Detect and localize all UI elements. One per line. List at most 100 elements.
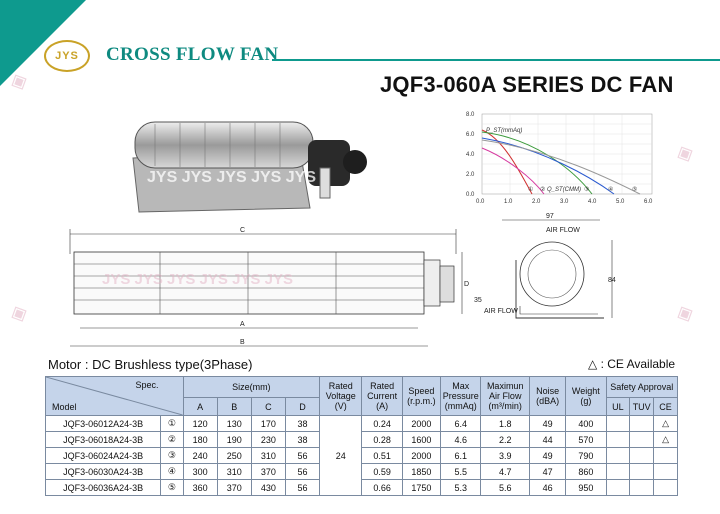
graph-xlabel: Q_ST(CMM) (547, 187, 581, 193)
noise-cell: 49 (528, 415, 567, 432)
speed-cell: 1600 (401, 431, 442, 448)
pressure-cell: 6.1 (440, 447, 482, 464)
max-pressure-header: Max Pressure (mmAq) (440, 376, 482, 416)
curve-no-cell: ⑤ (160, 479, 184, 496)
pressure-cell: 6.4 (440, 415, 482, 432)
y-tick: 6.0 (466, 132, 475, 138)
weight-cell: 570 (565, 431, 607, 448)
ul-cell (605, 479, 631, 496)
table-row: JQF3-06030A24-3B ④ 300 310 370 56 0.59 1… (44, 463, 678, 480)
noise-header: Noise (dBA) (528, 376, 567, 416)
current-cell: 0.24 (361, 415, 403, 432)
drawing-watermark: JYS JYS JYS JYS JYS JYS (102, 271, 293, 288)
curve-marker: ① (528, 186, 533, 193)
size-c-cell: 310 (250, 447, 286, 464)
size-c-cell: 430 (250, 479, 286, 496)
model-cell: JQF3-06030A24-3B (44, 463, 162, 480)
weight-cell: 790 (565, 447, 607, 464)
x-tick: 4.0 (588, 199, 597, 205)
airflow-cell: 1.8 (480, 415, 530, 432)
pressure-cell: 5.3 (440, 479, 482, 496)
noise-cell: 47 (528, 463, 567, 480)
speed-cell: 2000 (401, 415, 442, 432)
watermark-char: ◈ (671, 137, 698, 168)
max-airflow-header: Maximun Air Flow (m³/min) (480, 376, 530, 416)
tuv-cell (629, 415, 655, 432)
x-tick: 1.0 (504, 199, 513, 205)
size-c-cell: 230 (250, 431, 286, 448)
ce-cell (653, 447, 678, 464)
current-cell: 0.59 (361, 463, 403, 480)
watermark-char: ◈ (5, 297, 32, 328)
pressure-cell: 5.5 (440, 463, 482, 480)
ce-note: △ : CE Available (588, 357, 676, 371)
y-tick: 0.0 (466, 192, 475, 198)
size-d-cell: 56 (284, 463, 321, 480)
size-b-cell: 190 (216, 431, 252, 448)
airflow-cell: 4.7 (480, 463, 530, 480)
size-d-cell: 38 (284, 431, 321, 448)
safety-col-ce: CE (653, 397, 678, 416)
curve-no-cell: ④ (160, 463, 184, 480)
model-cell: JQF3-06018A24-3B (44, 431, 162, 448)
size-a-cell: 180 (182, 431, 218, 448)
spec-label: Spec. (135, 380, 159, 390)
model-cell: JQF3-06036A24-3B (44, 479, 162, 496)
airflow-cell: 3.9 (480, 447, 530, 464)
ce-cell: △ (653, 415, 678, 432)
table-row: JQF3-06036A24-3B ⑤ 360 370 430 56 0.66 1… (44, 479, 678, 496)
end-drawing: 97 AIR FLOW 84 35 AIR FLOW (474, 213, 616, 319)
size-header: Size(mm) (182, 376, 321, 398)
x-tick-labels: 0.0 1.0 2.0 3.0 4.0 5.0 6.0 (476, 199, 653, 205)
curve-no-cell: ② (160, 431, 184, 448)
tuv-cell (629, 447, 655, 464)
size-col-b: B (216, 397, 252, 416)
company-logo: JYS (44, 40, 90, 72)
model-label: Model (52, 402, 77, 412)
spec-model-header: Spec. Model (45, 376, 184, 416)
table-row: JQF3-06018A24-3B ② 180 190 230 38 0.28 1… (44, 431, 678, 448)
noise-cell: 49 (528, 447, 567, 464)
photo-watermark: JYS JYS JYS JYS JYS (147, 169, 316, 186)
tuv-cell (629, 431, 655, 448)
size-col-c: C (250, 397, 286, 416)
ul-cell (605, 447, 631, 464)
curve-no-cell: ① (160, 415, 184, 432)
y-tick: 8.0 (466, 112, 475, 118)
tuv-cell (629, 463, 655, 480)
size-a-cell: 240 (182, 447, 218, 464)
model-cell: JQF3-06012A24-3B (44, 415, 162, 432)
safety-header: Safety Approval (605, 376, 679, 398)
ul-cell (605, 431, 631, 448)
speed-cell: 2000 (401, 447, 442, 464)
speed-header: Speed (r.p.m.) (401, 376, 442, 416)
spec-table: Spec. Model Size(mm) Rated Voltage (V) R… (44, 376, 679, 496)
size-col-a: A (182, 397, 218, 416)
dim-b: B (240, 339, 245, 346)
dim-d: D (464, 281, 469, 288)
performance-graph: 8.0 6.0 4.0 2.0 0.0 0.0 1.0 2.0 3.0 4.0 … (466, 112, 653, 205)
x-tick: 0.0 (476, 199, 485, 205)
ul-cell (605, 415, 631, 432)
dim-97: 97 (546, 213, 554, 220)
current-cell: 0.51 (361, 447, 403, 464)
size-c-cell: 370 (250, 463, 286, 480)
graph-ylabel: P_ST(mmAq) (486, 128, 522, 134)
curve-marker: ⑤ (632, 186, 637, 193)
ce-cell (653, 479, 678, 496)
curve-marker: ④ (608, 186, 613, 193)
dim-a: A (240, 321, 245, 328)
model-cell: JQF3-06024A24-3B (44, 447, 162, 464)
weight-header: Weight (g) (565, 376, 607, 416)
airflow-cell: 5.6 (480, 479, 530, 496)
pressure-cell: 4.6 (440, 431, 482, 448)
side-drawing: C D A B JYS JYS JYS JYS JYS JYS (69, 227, 469, 347)
size-a-cell: 360 (182, 479, 218, 496)
series-title: JQF3-060A SERIES DC FAN (380, 72, 674, 97)
size-d-cell: 56 (284, 447, 321, 464)
dim-35: 35 (474, 297, 482, 304)
curve-marker: ② (540, 186, 545, 193)
y-tick: 2.0 (466, 172, 475, 178)
speed-cell: 1750 (401, 479, 442, 496)
x-tick: 2.0 (532, 199, 541, 205)
